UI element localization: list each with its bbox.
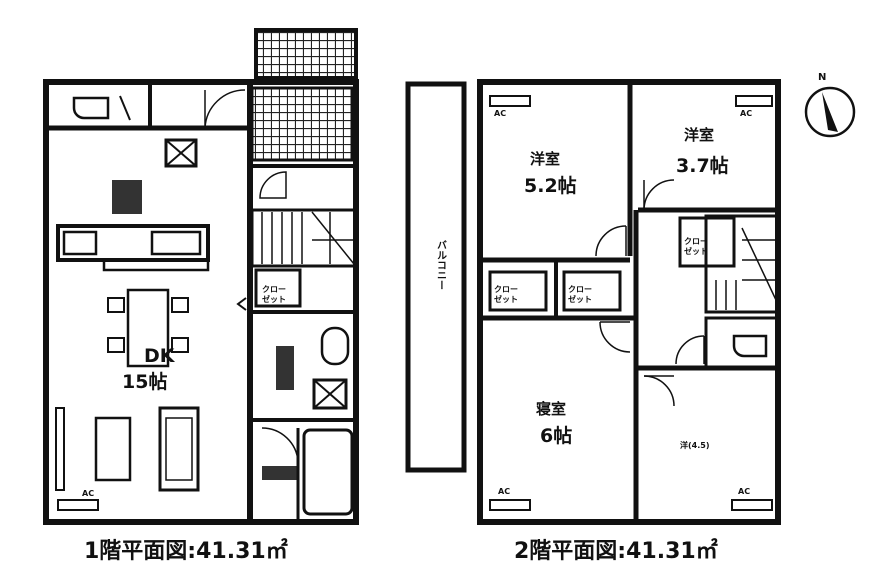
dining-table (126, 288, 170, 368)
ac-unit-1 (57, 499, 99, 511)
ac-label-1: AC (82, 489, 94, 498)
floor-2-caption: 2階平面図:41.31㎡ (514, 538, 718, 564)
compass-needle-icon (822, 92, 838, 132)
labels: AC DK 15帖 クローゼット 洋室 5.2帖 洋室 3.7帖 寝室 6帖 洋… (82, 72, 826, 564)
bathtub (302, 428, 354, 516)
entry-tiles (250, 86, 354, 162)
pantry-mark (112, 180, 142, 214)
toilet-icon (72, 96, 110, 120)
sofa (158, 406, 200, 492)
tv-board (94, 416, 132, 482)
room-d-label: 洋(4.5) (680, 440, 709, 450)
closet-label-2a: クローゼット (494, 284, 518, 304)
ac-unit-2a (489, 95, 531, 107)
floor-1 (43, 28, 359, 525)
closet-1 (254, 268, 302, 308)
closet-2a (488, 270, 548, 312)
ldk-label: DK (144, 345, 176, 367)
ac-label-2d: AC (738, 487, 750, 496)
washstand-mark (276, 346, 294, 390)
sink-icon (150, 230, 202, 256)
porch-tiles (254, 28, 358, 80)
closet-2b (562, 270, 622, 312)
bedroom-size: 6帖 (540, 424, 572, 447)
room-a-name: 洋室 (530, 150, 560, 168)
ac-unit-2c (489, 499, 531, 511)
floor-2 (405, 79, 856, 525)
bedroom-name: 寝室 (536, 400, 566, 418)
stairs-1 (250, 208, 358, 268)
ac-label-2c: AC (498, 487, 510, 496)
room-b-name: 洋室 (684, 126, 714, 144)
balcony (405, 81, 467, 473)
stove-icon (62, 230, 98, 256)
toilet-2-icon (732, 334, 768, 358)
ac-unit-2d (731, 499, 773, 511)
compass-north: N (818, 72, 826, 83)
bath-label-mark (262, 466, 298, 480)
ac-label-2b: AC (740, 109, 752, 118)
ldk-size: 15帖 (122, 370, 167, 393)
closet-label-2b: クローゼット (568, 284, 592, 304)
closet-label-2c: クローゼット (684, 236, 708, 256)
stairs-2 (704, 214, 780, 314)
room-a-size: 5.2帖 (524, 174, 577, 197)
floor-1-outline (43, 79, 359, 525)
balcony-label: バルコニー (435, 240, 447, 290)
ac-unit-2b (735, 95, 773, 107)
closet-label-1: クローゼット (262, 284, 286, 304)
floor-1-caption: 1階平面図:41.31㎡ (84, 538, 288, 564)
washbasin-icon (320, 326, 350, 366)
ac-label-2a: AC (494, 109, 506, 118)
room-b-size: 3.7帖 (676, 154, 729, 177)
